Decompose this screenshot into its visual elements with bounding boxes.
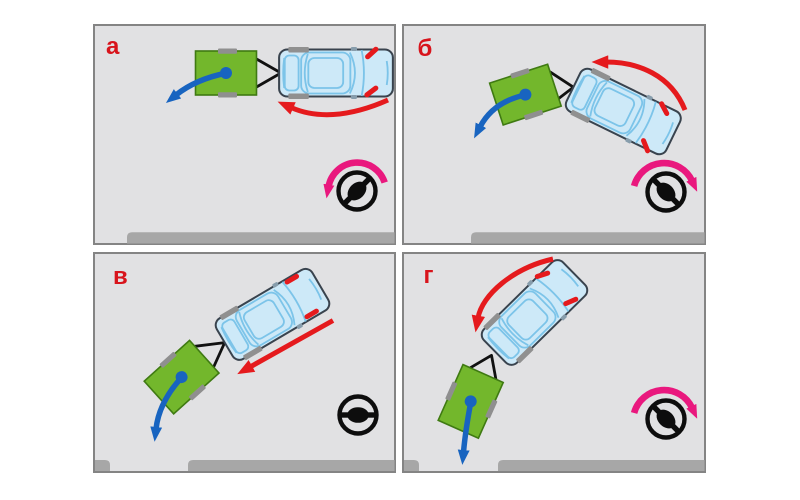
svg-text:б: б	[418, 35, 433, 62]
svg-text:в: в	[113, 263, 128, 290]
svg-text:а: а	[106, 33, 120, 60]
svg-text:г: г	[424, 262, 434, 289]
